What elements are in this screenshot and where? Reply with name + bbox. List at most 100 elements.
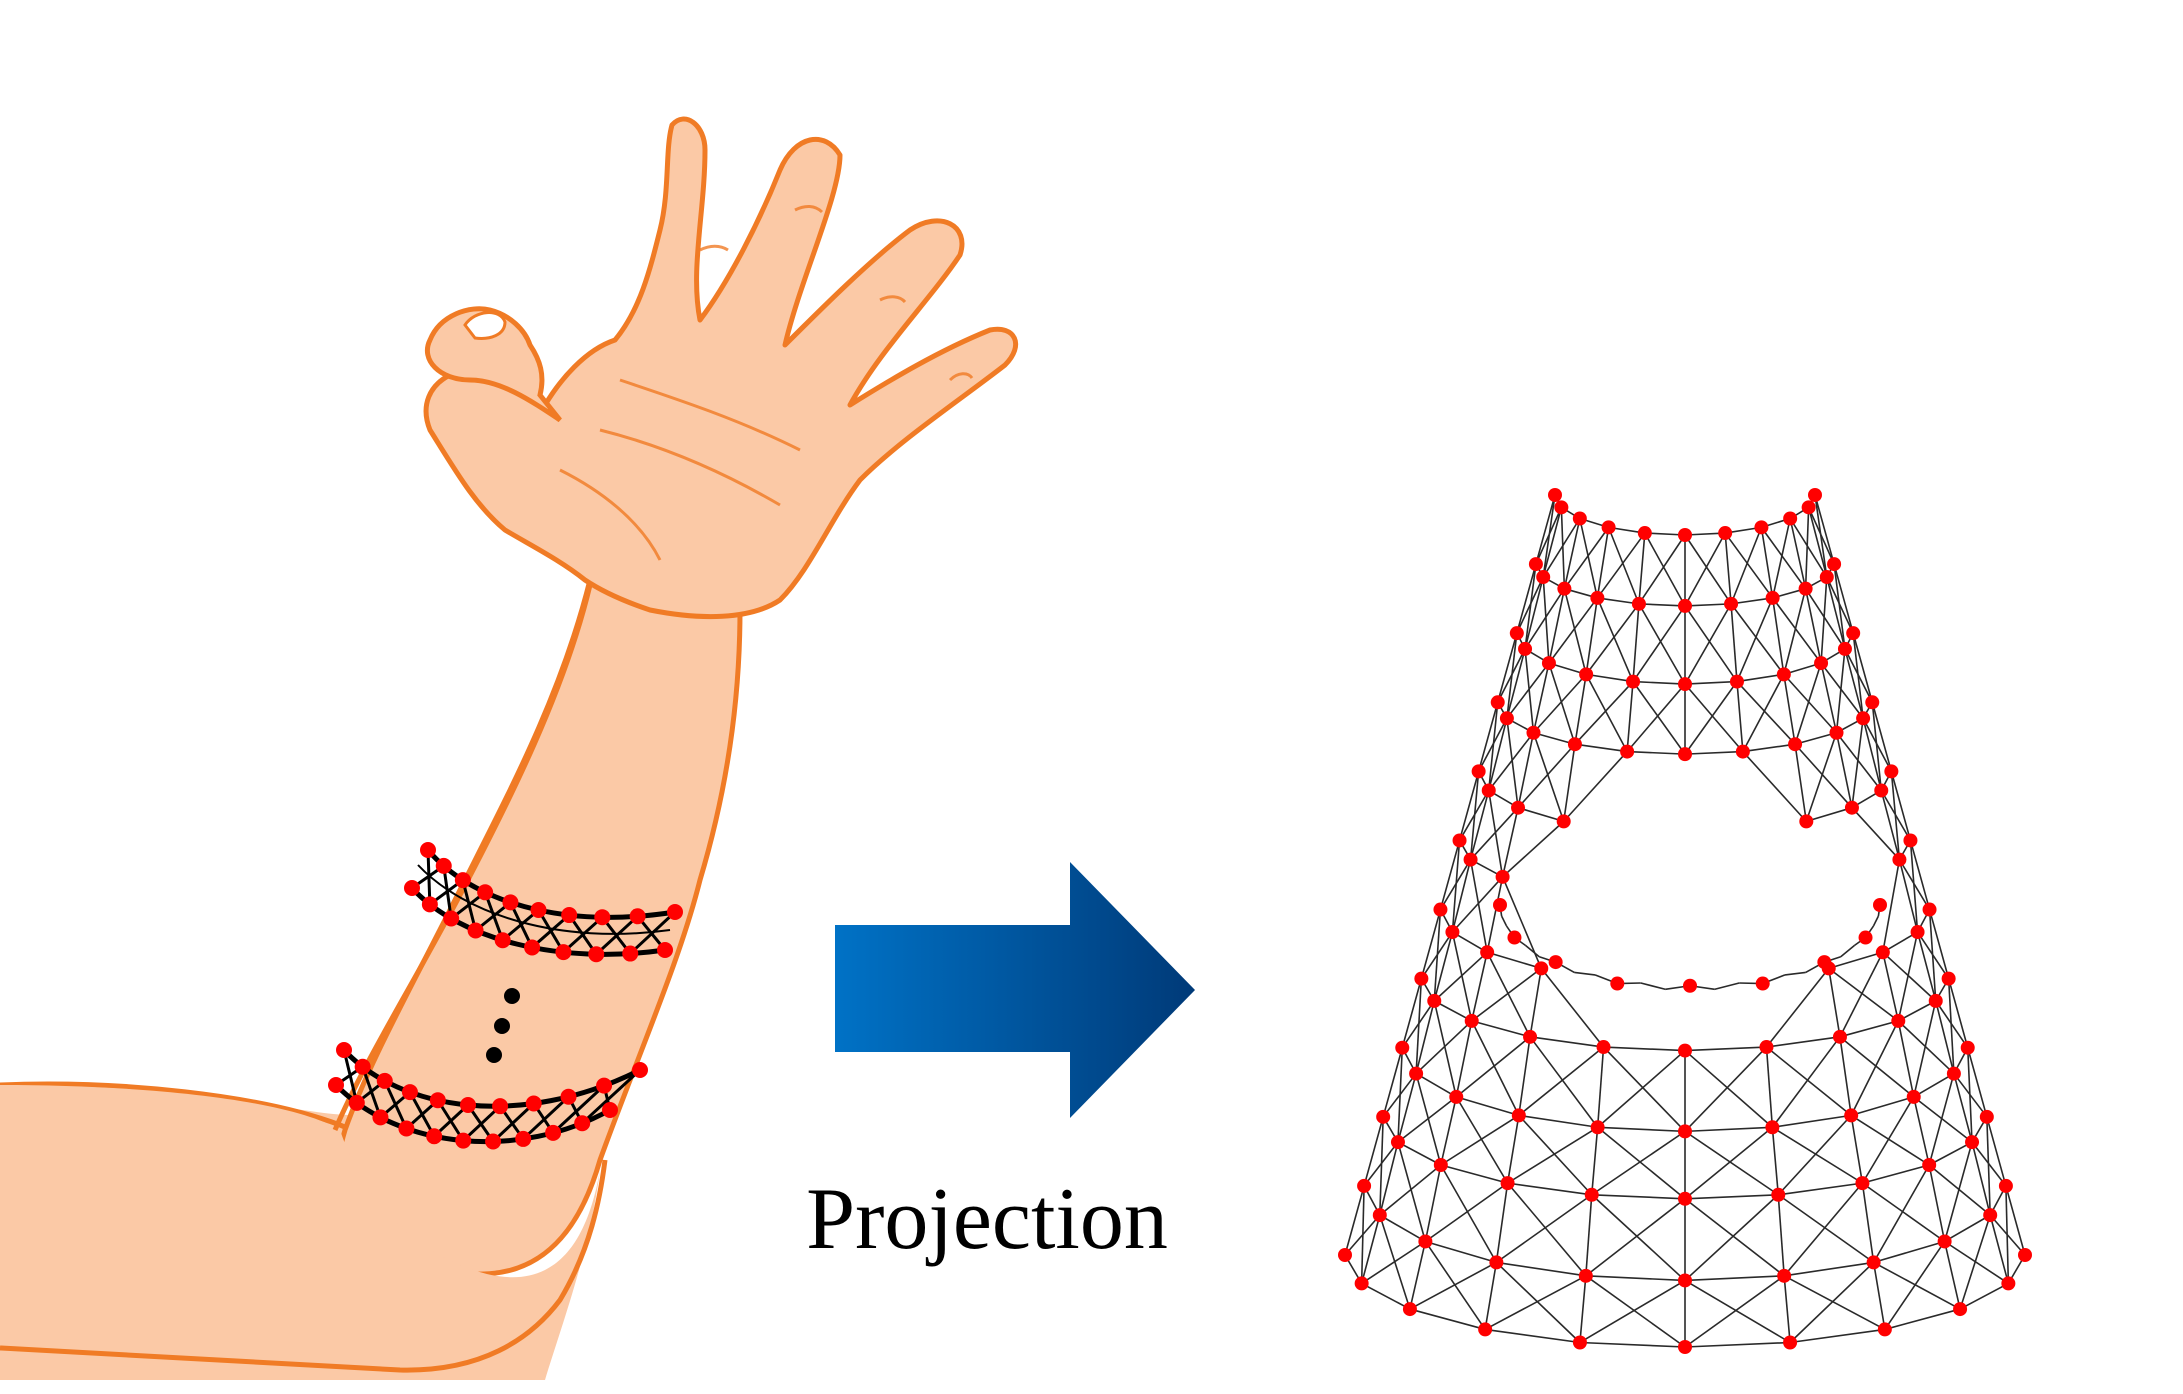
mesh-edge [1597, 1126, 1686, 1200]
mesh-rim-edge [1714, 982, 1740, 991]
mesh-edge [1684, 683, 1744, 753]
mesh-node [1534, 961, 1549, 976]
mesh-edge [1913, 1096, 1973, 1143]
mesh-node [1771, 1187, 1786, 1202]
mesh-node [1829, 725, 1844, 740]
mesh-edge [1627, 750, 1686, 755]
mesh-edge [1532, 673, 1587, 734]
band-link [531, 913, 571, 949]
mesh-edge [1563, 518, 1581, 589]
mesh-edge [1344, 1185, 1365, 1256]
mesh-node [1449, 1089, 1464, 1104]
mesh-node [1433, 902, 1448, 917]
mesh-edge [1928, 909, 1950, 979]
mesh-node [1536, 570, 1551, 585]
mesh-edge [1469, 859, 1488, 953]
mesh-edge [1563, 526, 1610, 590]
mesh-node [1445, 925, 1460, 940]
mesh-node [1590, 590, 1605, 605]
mesh-edge [1947, 978, 1969, 1048]
mesh-edge [1596, 597, 1634, 682]
mesh-edge [1397, 1073, 1417, 1143]
mesh-edge [1518, 1114, 1598, 1129]
mesh-edge [1585, 1198, 1686, 1277]
mesh-rim-edge [1640, 982, 1666, 991]
mesh-node [1683, 978, 1697, 993]
mesh-rim-edge [1784, 971, 1806, 976]
mesh-edge [1585, 673, 1628, 752]
mesh-edge [1379, 1214, 1426, 1243]
mesh-edge [1783, 673, 1838, 734]
mesh-node [2018, 1248, 2032, 1262]
mesh-edge [1440, 1164, 1508, 1184]
mesh-edge [1835, 732, 1853, 808]
mesh-edge [1742, 673, 1785, 752]
mesh-node [1799, 814, 1814, 829]
mesh-edge [1684, 1046, 1767, 1052]
mesh-edge [1684, 534, 1732, 605]
mesh-edge [1871, 702, 1893, 772]
mesh-edge [1882, 951, 1937, 1002]
mesh-node [1892, 852, 1907, 867]
mesh-edge [1928, 1164, 1991, 1216]
mesh-edge [1807, 507, 1828, 578]
mesh-edge [1529, 968, 1543, 1037]
mesh-edge [1771, 1036, 1841, 1128]
mesh-edge [1783, 674, 1796, 745]
mesh-edge [1542, 518, 1581, 578]
mesh-edge [1884, 1308, 1961, 1331]
electrode-dot [657, 942, 673, 958]
mesh-node [1678, 677, 1692, 692]
mesh-edge [1851, 807, 1901, 861]
mesh-edge [1872, 1262, 1886, 1330]
mesh-edge [1548, 597, 1599, 664]
mesh-node [1464, 1013, 1479, 1028]
mesh-node [1873, 898, 1887, 912]
mesh-edge [1966, 1047, 1988, 1118]
mesh-edge [1771, 1126, 1863, 1184]
mesh-edge [1626, 681, 1634, 752]
mesh-node [1452, 833, 1467, 848]
mesh-edge [1455, 1036, 1531, 1098]
mesh-node [1523, 1029, 1538, 1044]
electrode-dot [467, 922, 484, 939]
mesh-edge [1471, 967, 1542, 1022]
mesh-edge [1912, 1000, 1937, 1098]
mesh-edge [1806, 806, 1853, 823]
mesh-edge [1766, 1036, 1841, 1048]
mesh-edge [1542, 576, 1550, 664]
mesh-edge [1397, 1141, 1442, 1166]
mesh-edge [1943, 1241, 1961, 1310]
mesh-edge [1943, 1141, 1973, 1242]
mesh-edge [1518, 1046, 1605, 1117]
mesh-edge [1804, 588, 1846, 650]
mesh-edge [1590, 1127, 1599, 1195]
mesh-edge [1820, 662, 1864, 719]
right-arrow-icon [835, 862, 1195, 1118]
mesh-node [1874, 783, 1889, 798]
mesh-node [1490, 695, 1505, 710]
mesh-edge [1540, 967, 1605, 1048]
band-link [492, 1102, 535, 1143]
mesh-edge [1574, 743, 1628, 753]
mesh-edge [1794, 731, 1837, 745]
mesh-node [1620, 744, 1635, 759]
mesh-node [1946, 1066, 1961, 1081]
mesh-node [1729, 674, 1744, 689]
mesh-node [1678, 598, 1692, 613]
mesh-edge [1397, 1096, 1457, 1143]
mesh-edge [1730, 603, 1785, 675]
mesh-edge [1684, 1198, 1785, 1277]
mesh-edge [1529, 1036, 1599, 1128]
palm-creases [559, 205, 974, 561]
mesh-node [1548, 955, 1563, 970]
mesh-node [1765, 590, 1780, 605]
mesh-edge [1684, 1275, 1785, 1348]
mesh-edge [1524, 563, 1537, 650]
mesh-edge [1684, 681, 1738, 755]
mesh-edge [1765, 1046, 1774, 1128]
mesh-edge [1861, 1096, 1915, 1184]
mesh-edge [1420, 909, 1442, 979]
mesh-edge [1415, 1020, 1473, 1075]
mesh-edge [1470, 952, 1488, 1022]
